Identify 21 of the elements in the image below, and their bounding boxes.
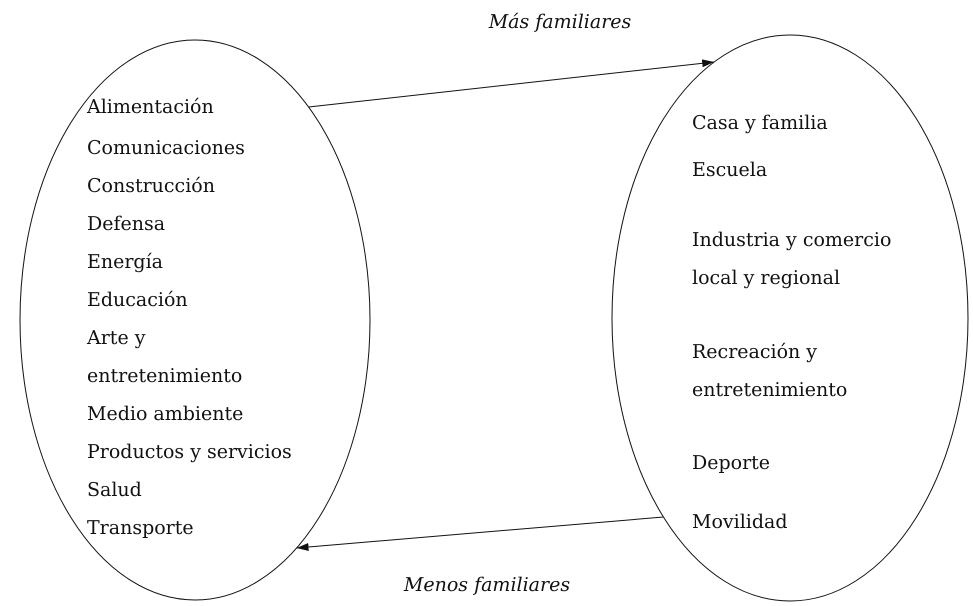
list-item: Escuela <box>692 158 768 183</box>
list-item: Movilidad <box>692 510 789 535</box>
list-item: Arte y entretenimiento <box>87 326 244 389</box>
list-item: Alimentación <box>87 95 215 120</box>
arrow <box>308 59 715 108</box>
list-item: Industria y comercio local y regional <box>692 228 892 291</box>
list-item: Transporte <box>87 516 195 541</box>
list-item: Recreación y entretenimiento <box>692 340 848 403</box>
list-item: Energía <box>87 250 164 275</box>
list-item: Construcción <box>87 174 216 199</box>
list-item: Salud <box>87 478 143 503</box>
edge-label: Menos familiares <box>402 574 572 596</box>
list-item: Productos y servicios <box>87 440 293 465</box>
arrow <box>296 516 664 551</box>
list-item: Comunicaciones <box>87 136 246 161</box>
edge-label: Más familiares <box>486 11 634 33</box>
list-item: Deporte <box>692 451 772 476</box>
list-item: Educación <box>87 288 189 313</box>
list-item: Defensa <box>87 212 166 237</box>
list-item: Medio ambiente <box>87 402 244 427</box>
list-item: Casa y familia <box>692 111 829 136</box>
